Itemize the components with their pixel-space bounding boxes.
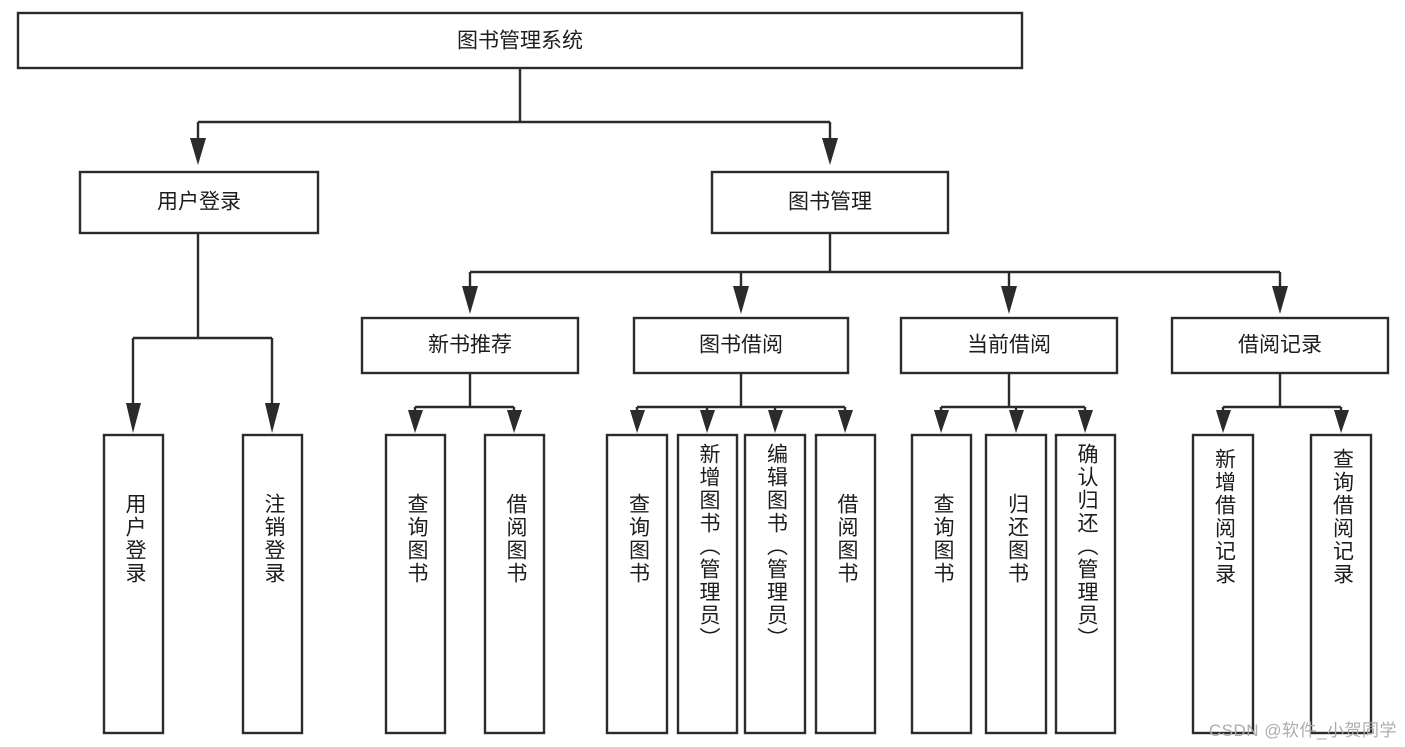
leaf-box-borrow-book-1[interactable] — [483, 433, 546, 735]
leaf-box-confirm-return[interactable] — [1054, 433, 1117, 735]
arrow-head-leaf-confirm-return — [1078, 410, 1093, 433]
watermark-text: CSDN @软件_小贺同学 — [1208, 721, 1397, 740]
arrow-head-leaf-borrow-book-1 — [507, 410, 522, 433]
connector-group-book-borrow — [630, 373, 853, 433]
arrow-head-leaf-borrow-book-2 — [838, 410, 853, 433]
arrow-head-leaf-return-book — [1009, 410, 1024, 433]
node-root-book-management-system[interactable]: 图书管理系统 — [16, 11, 1024, 70]
node-label-current-borrow: 当前借阅 — [967, 334, 1051, 357]
node-label-root: 图书管理系统 — [457, 30, 583, 53]
node-label-book-borrow: 图书借阅 — [699, 334, 783, 357]
leaf-box-group — [102, 433, 1373, 735]
leaf-box-query-book-3[interactable] — [910, 433, 973, 735]
arrow-head-to-user-login — [190, 138, 206, 165]
leaf-box-query-borrow-record[interactable] — [1309, 433, 1373, 735]
leaf-box-query-book-2[interactable] — [605, 433, 669, 735]
node-box-current-borrow — [899, 316, 1119, 375]
node-new-book-recommend[interactable]: 新书推荐 — [360, 316, 580, 375]
connector-group-new-book-recommend — [408, 373, 522, 433]
arrow-head-to-current-borrow — [1001, 286, 1017, 314]
node-box-user-login — [78, 170, 320, 235]
arrow-head-leaf-query-book-3 — [934, 410, 949, 433]
leaf-box-logout[interactable] — [241, 433, 304, 735]
node-current-borrow[interactable]: 当前借阅 — [899, 316, 1119, 375]
node-box-book-borrow — [632, 316, 850, 375]
arrow-head-leaf-add-borrow-record — [1216, 410, 1231, 433]
arrow-head-leaf-edit-book — [768, 410, 783, 433]
arrow-head-to-book-borrow — [733, 286, 749, 314]
arrow-head-leaf-query-book-2 — [630, 410, 645, 433]
arrow-head-to-new-book-recommend — [462, 286, 478, 314]
connector-group-current-borrow — [934, 373, 1093, 433]
connector-group-book-management — [462, 233, 1288, 314]
node-borrow-record[interactable]: 借阅记录 — [1170, 316, 1390, 375]
node-label-borrow-record: 借阅记录 — [1238, 334, 1322, 357]
node-label-new-book-recommend: 新书推荐 — [428, 334, 512, 357]
arrow-head-leaf-query-book-1 — [408, 410, 423, 433]
node-box-book-management — [710, 170, 950, 235]
arrow-head-leaf-logout — [265, 403, 280, 433]
connector-group-root — [190, 68, 838, 165]
leaf-box-borrow-book-2[interactable] — [814, 433, 877, 735]
node-book-management[interactable]: 图书管理 — [710, 170, 950, 235]
node-box-new-book-recommend — [360, 316, 580, 375]
arrow-head-to-borrow-record — [1272, 286, 1288, 314]
leaf-box-query-book-1[interactable] — [384, 433, 447, 735]
leaf-box-return-book[interactable] — [984, 433, 1048, 735]
node-user-login[interactable]: 用户登录 — [78, 170, 320, 235]
leaf-box-edit-book[interactable] — [743, 433, 807, 735]
node-label-user-login: 用户登录 — [157, 191, 241, 214]
node-book-borrow[interactable]: 图书借阅 — [632, 316, 850, 375]
leaf-box-add-book[interactable] — [676, 433, 739, 735]
leaf-box-add-borrow-record[interactable] — [1191, 433, 1255, 735]
leaf-box-user-login[interactable] — [102, 433, 165, 735]
connector-group-user-login — [126, 233, 280, 433]
node-box-root — [16, 11, 1024, 70]
arrow-head-leaf-user-login — [126, 403, 141, 433]
arrow-head-leaf-query-borrow-record — [1334, 410, 1349, 433]
node-box-borrow-record — [1170, 316, 1390, 375]
arrow-head-to-book-management — [822, 138, 838, 165]
connector-group-borrow-record — [1216, 373, 1349, 433]
node-label-book-management: 图书管理 — [788, 191, 872, 214]
arrow-head-leaf-add-book — [700, 410, 715, 433]
